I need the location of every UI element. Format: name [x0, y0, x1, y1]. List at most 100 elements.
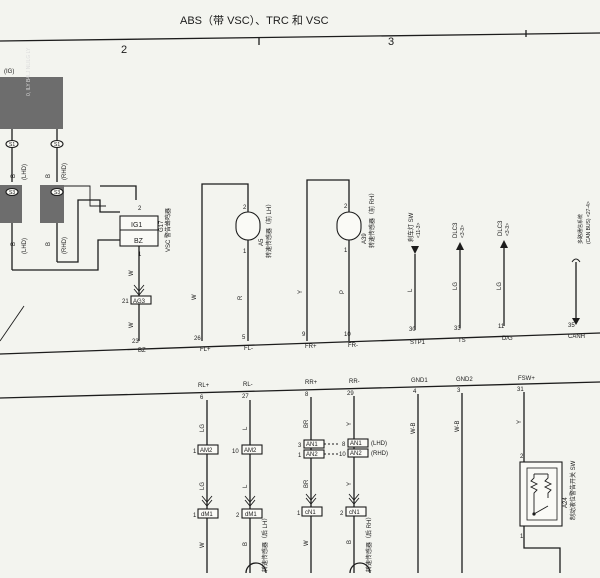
bus-terminal: FL- — [244, 346, 253, 352]
wire — [306, 179, 350, 341]
an1-label: AN1 — [306, 442, 318, 448]
pin-number: 26 — [194, 336, 201, 342]
wire-break — [571, 258, 581, 263]
pin-number: 10 — [344, 332, 351, 338]
wire-color: L — [243, 484, 249, 488]
pin-number: 2 — [236, 513, 240, 519]
connector-arrow — [305, 497, 317, 505]
can-bus-label: 多路通信系统 — [577, 214, 584, 244]
pin-number: 21 — [122, 299, 129, 305]
signal-arrow-icon — [411, 246, 419, 254]
shaded-relay-block — [0, 77, 63, 129]
bus-terminal: FR+ — [305, 344, 317, 350]
pin-number: 1 — [297, 511, 301, 517]
dm1-label: dM1 — [245, 512, 257, 518]
an1-connector — [347, 438, 369, 448]
wire — [0, 305, 25, 342]
a24-inner-frame — [526, 467, 558, 521]
am2-label: AM2 — [200, 448, 213, 454]
bus-terminal: STP1 — [410, 340, 426, 346]
bus-terminal: GND1 — [411, 378, 428, 384]
bus-terminal: D/G — [502, 336, 513, 342]
pin-number: 1 — [520, 534, 524, 540]
pin-number: 5 — [242, 335, 246, 341]
pin-number: 1 — [193, 449, 197, 455]
a5-name: 转速传感器（前 LH） — [265, 201, 273, 258]
wire-color: Y — [347, 422, 353, 426]
bus-terminal: RR- — [349, 379, 360, 385]
pin-number: 33 — [454, 326, 461, 332]
cn1-connector — [301, 506, 323, 517]
connector-terminal — [50, 139, 64, 149]
connector-arrow — [244, 495, 256, 503]
wire-color: LG — [200, 482, 206, 490]
rear-rh-speed-sensor — [349, 562, 371, 574]
ecu-boundary-lower — [0, 381, 600, 399]
bus-terminal: RL+ — [198, 383, 210, 389]
ag3-connector — [130, 295, 152, 305]
wire-color: W — [304, 540, 310, 546]
an1-label: AN1 — [350, 441, 362, 447]
terminal-label: S1 — [54, 142, 60, 148]
pin-number: 6 — [200, 395, 204, 401]
pin-number: 10 — [232, 449, 239, 455]
wire-color: Y — [517, 420, 523, 424]
connector-arrow — [348, 497, 360, 505]
variant-label: (LHD) — [371, 441, 387, 447]
variant-label: (RHD) — [62, 163, 68, 180]
cn1-label: cN1 — [305, 510, 316, 516]
connector-terminal — [5, 187, 19, 197]
g17-code: G17 — [159, 220, 165, 232]
column-number: 2 — [121, 44, 127, 56]
switch-contact-icon — [533, 505, 549, 515]
wire-color: W — [129, 322, 135, 328]
rear-lh-speed-sensor — [245, 562, 267, 574]
pin-number: 8 — [305, 392, 309, 398]
pin-number: 23 — [132, 339, 139, 345]
wire-color: BR — [304, 419, 310, 428]
stop-lamp-sw-label: 刹车灯 SW — [407, 212, 415, 242]
signal-arrow-icon — [500, 240, 508, 248]
pin-number: 3 — [298, 443, 302, 449]
diagram-title: ABS（带 VSC）、TRC 和 VSC — [180, 14, 329, 27]
bus-terminal: BZ — [138, 348, 146, 354]
wire-color: LG — [453, 282, 459, 290]
an2-label: AN2 — [350, 451, 362, 457]
pin-number: 2 — [243, 205, 247, 211]
bus-terminal: FSW+ — [518, 376, 535, 382]
pin-number: 1 — [298, 453, 302, 459]
wire-color: P — [340, 290, 346, 294]
am2-label: AM2 — [244, 448, 257, 454]
wire-color: L — [408, 288, 414, 292]
bus-terminal: RR+ — [305, 380, 318, 386]
cn1-connector — [345, 506, 367, 517]
variant-label: (RHD) — [62, 237, 68, 254]
dm1-connector — [241, 508, 263, 519]
pin-number: 11 — [498, 324, 505, 330]
dm1-connector — [197, 508, 219, 519]
rear-lh-sensor-name: 转速传感器（后 LH） — [261, 515, 269, 572]
g17-buzzer-box — [119, 215, 159, 247]
g17-terminal-ig1: IG1 — [131, 222, 142, 229]
g17-name: VSC 警告蜂鸣器 — [164, 208, 172, 252]
bus-terminal: CANH — [568, 334, 585, 340]
am2-connector — [241, 444, 263, 455]
wire-color: B — [347, 540, 353, 544]
terminal-label: S1 — [9, 142, 15, 148]
wire-color: W — [200, 542, 206, 548]
wire — [100, 185, 137, 200]
pin-number: 30 — [409, 327, 416, 333]
am2-connector — [197, 444, 219, 455]
an2-connector — [347, 448, 369, 458]
cn1-label: cN1 — [349, 510, 360, 516]
wire-color: W-B — [411, 422, 417, 434]
a24-level-switch — [519, 461, 563, 527]
bus-terminal: TS — [458, 338, 466, 344]
bus-terminal: RL- — [243, 382, 253, 388]
wire-color: Y — [298, 290, 304, 294]
pin-number: 29 — [347, 391, 354, 397]
pin-number: 35 — [568, 323, 575, 329]
wire-color: B — [11, 174, 17, 178]
wire — [201, 183, 249, 341]
